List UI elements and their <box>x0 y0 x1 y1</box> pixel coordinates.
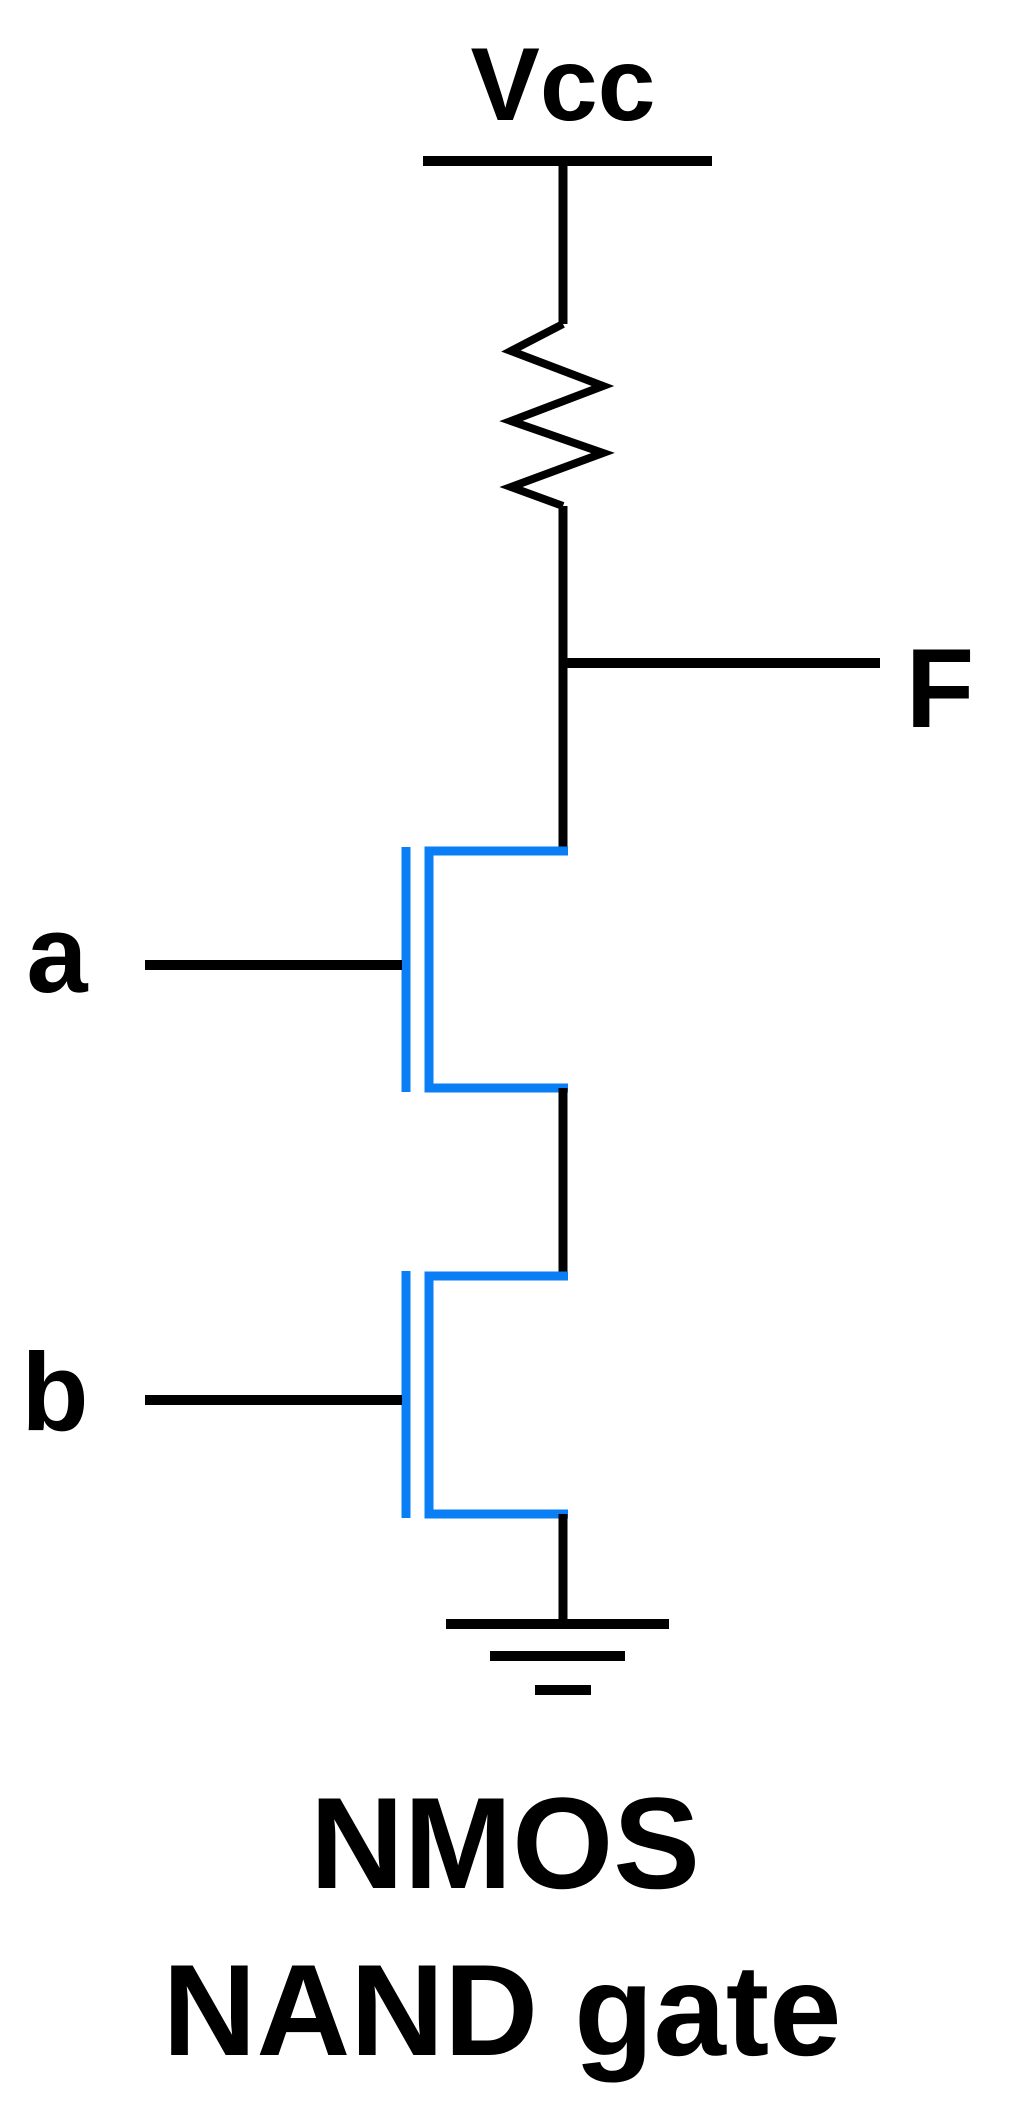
caption-line-1: NMOS <box>310 1770 700 1916</box>
channel-b <box>424 1271 568 1519</box>
caption-line-2: NAND gate <box>163 1937 842 2083</box>
input-label-a: a <box>26 893 88 1016</box>
channel-a <box>424 846 568 1093</box>
pull-up-resistor <box>499 320 615 510</box>
ground-symbol <box>446 1619 669 1695</box>
vcc-label: Vcc <box>470 27 655 143</box>
transistor-b <box>401 1271 568 1519</box>
transistor-a <box>401 846 568 1093</box>
input-label-b: b <box>21 1331 88 1454</box>
output-label-f: F <box>906 626 974 751</box>
